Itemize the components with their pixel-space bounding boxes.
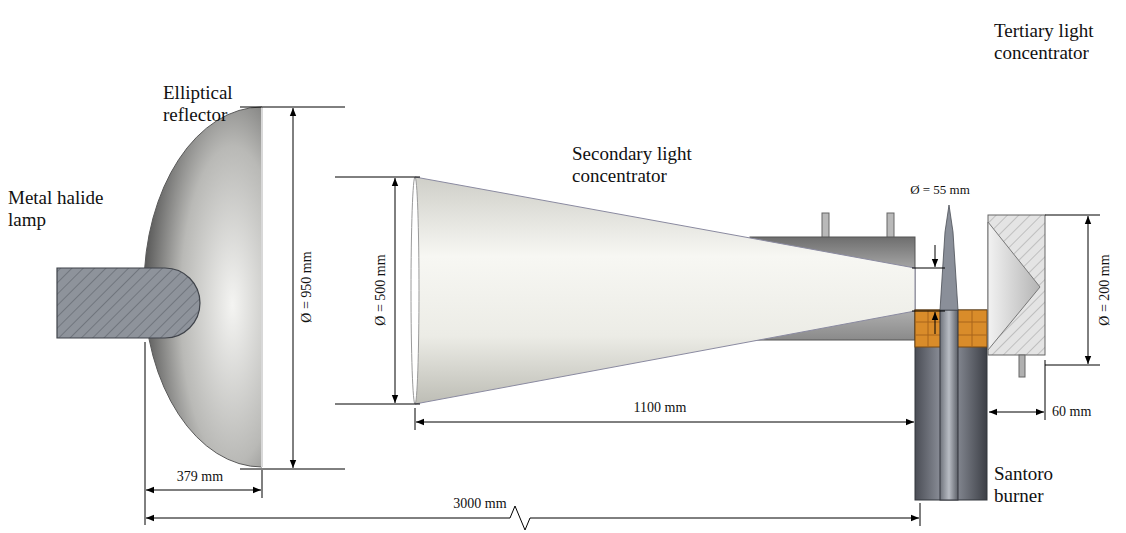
fuel-tube: [940, 310, 958, 500]
dimension-label: Ø = 950 mm: [299, 251, 315, 322]
dimension-line: [416, 422, 914, 423]
honeycomb-line: [972, 310, 973, 347]
burner-body: [915, 310, 987, 500]
reflector-rim: [261, 107, 263, 467]
dimension-tick: [1045, 365, 1100, 366]
dimension-tick: [912, 311, 945, 312]
dimension-line: [530, 518, 919, 519]
honeycomb-line: [928, 310, 929, 347]
dimension-label: Ø = 200 mm: [1097, 254, 1113, 325]
dimension-tick: [912, 268, 945, 269]
tertiary-cavity: [988, 222, 1040, 350]
dimension-label: 3000 mm: [453, 496, 506, 512]
dimension-line: [1088, 216, 1089, 364]
tertiary-pipe: [1019, 355, 1025, 377]
break-mark: [510, 506, 530, 530]
dimension-tick: [240, 469, 345, 470]
part-label: Tertiary light concentrator: [994, 20, 1122, 64]
coolant-pipe: [887, 213, 894, 239]
dimension-tick: [335, 404, 420, 405]
extension-line: [415, 408, 416, 430]
flame: [940, 205, 958, 310]
lamp-body: [57, 268, 200, 338]
dimension-label: 1100 mm: [634, 400, 687, 416]
concentrator-inlet: [411, 177, 419, 404]
dimension-label: Ø = 55 mm: [910, 183, 970, 198]
extension-line: [1045, 360, 1046, 420]
part-label: Metal halide lamp: [8, 187, 123, 231]
dimension-line: [293, 108, 294, 468]
part-label: Secondary light concentrator: [572, 143, 732, 187]
dimension-label: Ø = 500 mm: [373, 254, 389, 325]
extension-line: [920, 503, 921, 526]
extension-line: [145, 342, 146, 525]
dimension-tick: [335, 177, 420, 178]
dimension-line: [146, 490, 261, 491]
dimension-line: [395, 178, 396, 403]
dimension-label: 60 mm: [1052, 404, 1091, 420]
dimension-line: [989, 412, 1044, 413]
tertiary-concentrator: [988, 215, 1045, 355]
dimension-line: [146, 518, 510, 519]
dimension-label: 379 mm: [177, 469, 223, 485]
secondary-concentrator: [415, 177, 915, 404]
part-label: Elliptical reflector: [163, 82, 263, 126]
dimension-line: [935, 245, 936, 267]
dimension-line: [935, 312, 936, 334]
dimension-tick: [1045, 215, 1100, 216]
extension-line: [262, 470, 263, 498]
part-label: Santoro burner: [994, 463, 1079, 507]
dimension-tick: [240, 107, 345, 108]
coolant-pipe: [822, 213, 829, 239]
